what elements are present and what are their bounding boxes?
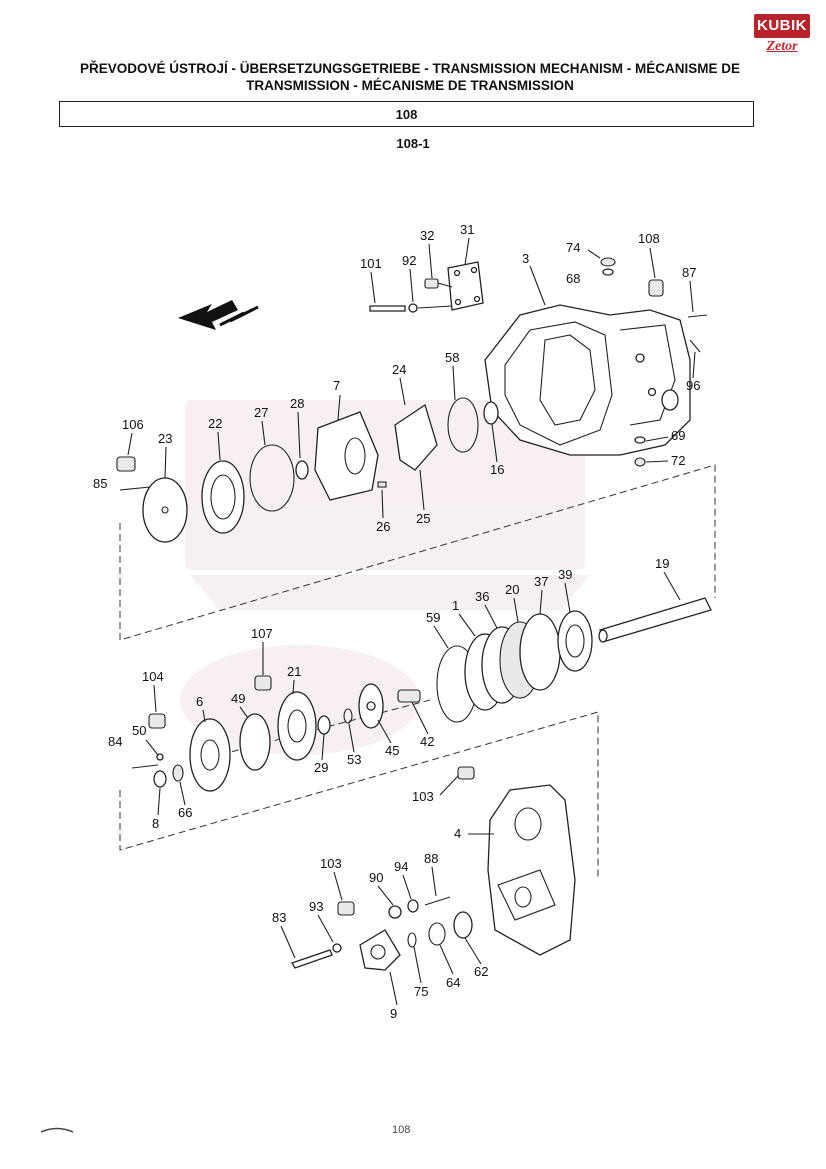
- part-label: 49: [231, 691, 245, 706]
- part-label: 27: [254, 405, 268, 420]
- parts-group-bottom-plate: [291, 766, 576, 971]
- part-label: 93: [309, 899, 323, 914]
- part-label: 68: [566, 271, 580, 286]
- part-label: 96: [686, 378, 700, 393]
- part-label: 9: [390, 1006, 397, 1021]
- part-label: 53: [347, 752, 361, 767]
- part-label: 8: [152, 816, 159, 831]
- part-label: 42: [420, 734, 434, 749]
- part-label: 22: [208, 416, 222, 431]
- part-label: 21: [287, 664, 301, 679]
- title-line-2: TRANSMISSION - MÉCANISME DE TRANSMISSION: [246, 78, 574, 93]
- part-label: 85: [93, 476, 107, 491]
- part-label: 64: [446, 975, 460, 990]
- part-label: 101: [360, 256, 382, 271]
- part-label: 7: [333, 378, 340, 393]
- part-label: 45: [385, 743, 399, 758]
- title-line-1: PŘEVODOVÉ ÚSTROJÍ - ÜBERSETZUNGSGETRIEBE…: [79, 61, 741, 76]
- parts-group-top-cover: [369, 261, 484, 313]
- part-label: 50: [132, 723, 146, 738]
- part-label: 3: [522, 251, 529, 266]
- part-label: 19: [655, 556, 669, 571]
- part-label: 24: [392, 362, 406, 377]
- leader-lines: [127, 237, 696, 1006]
- part-label: 36: [475, 589, 489, 604]
- transmission-housing-part-3: [484, 304, 691, 456]
- parts-group-clutch-discs: [358, 610, 593, 729]
- part-label: 92: [402, 253, 416, 268]
- shaft-part-19: [598, 597, 712, 643]
- logo-brand-text: KUBIK: [754, 14, 810, 38]
- part-label: 72: [671, 453, 685, 468]
- part-label: 16: [490, 462, 504, 477]
- part-label: 6: [196, 694, 203, 709]
- part-label: 66: [178, 805, 192, 820]
- part-label: 103: [412, 789, 434, 804]
- part-label: 37: [534, 574, 548, 589]
- part-label: 94: [394, 859, 408, 874]
- subsection-number: 108-1: [396, 136, 430, 151]
- part-label: 20: [505, 582, 519, 597]
- footer-mark-icon: [40, 1127, 74, 1133]
- part-label: 59: [426, 610, 440, 625]
- part-label: 4: [454, 826, 461, 841]
- part-label: 69: [671, 428, 685, 443]
- part-label: 62: [474, 964, 488, 979]
- part-label: 87: [682, 265, 696, 280]
- part-label: 108: [638, 231, 660, 246]
- section-number-box: 108: [59, 101, 754, 127]
- part-label: 75: [414, 984, 428, 999]
- footer-mark: [40, 1124, 74, 1136]
- part-label: 83: [272, 910, 286, 925]
- part-label: 104: [142, 669, 164, 684]
- direction-arrow-icon: [178, 300, 259, 330]
- part-label: 39: [558, 567, 572, 582]
- parts-group-row-4: [131, 675, 353, 792]
- part-label: 90: [369, 870, 383, 885]
- page-number: 108: [392, 1124, 411, 1136]
- part-label: 107: [251, 626, 273, 641]
- part-label: 106: [122, 417, 144, 432]
- part-label: 23: [158, 431, 172, 446]
- kubik-zetor-logo: KUBIK Zetor: [754, 14, 810, 60]
- part-label: 26: [376, 519, 390, 534]
- part-label: 74: [566, 240, 580, 255]
- part-label: 103: [320, 856, 342, 871]
- part-labels: 32 31 101 92 3 74 68 108 87 96 7 24 58 1…: [93, 222, 700, 1021]
- part-label: 32: [420, 228, 434, 243]
- part-label: 31: [460, 222, 474, 237]
- parts-group-housing-fasteners: [600, 257, 708, 467]
- part-label: 58: [445, 350, 459, 365]
- parts-group-row-2: [116, 397, 499, 543]
- assembly-dash-lines: [119, 464, 716, 880]
- logo-zetor-text: Zetor: [766, 39, 798, 54]
- part-label: 1: [452, 598, 459, 613]
- part-label: 29: [314, 760, 328, 775]
- page-title: PŘEVODOVÉ ÚSTROJÍ - ÜBERSETZUNGSGETRIEBE…: [60, 60, 760, 94]
- part-label: 28: [290, 396, 304, 411]
- part-label: 88: [424, 851, 438, 866]
- part-label: 84: [108, 734, 122, 749]
- part-label: 25: [416, 511, 430, 526]
